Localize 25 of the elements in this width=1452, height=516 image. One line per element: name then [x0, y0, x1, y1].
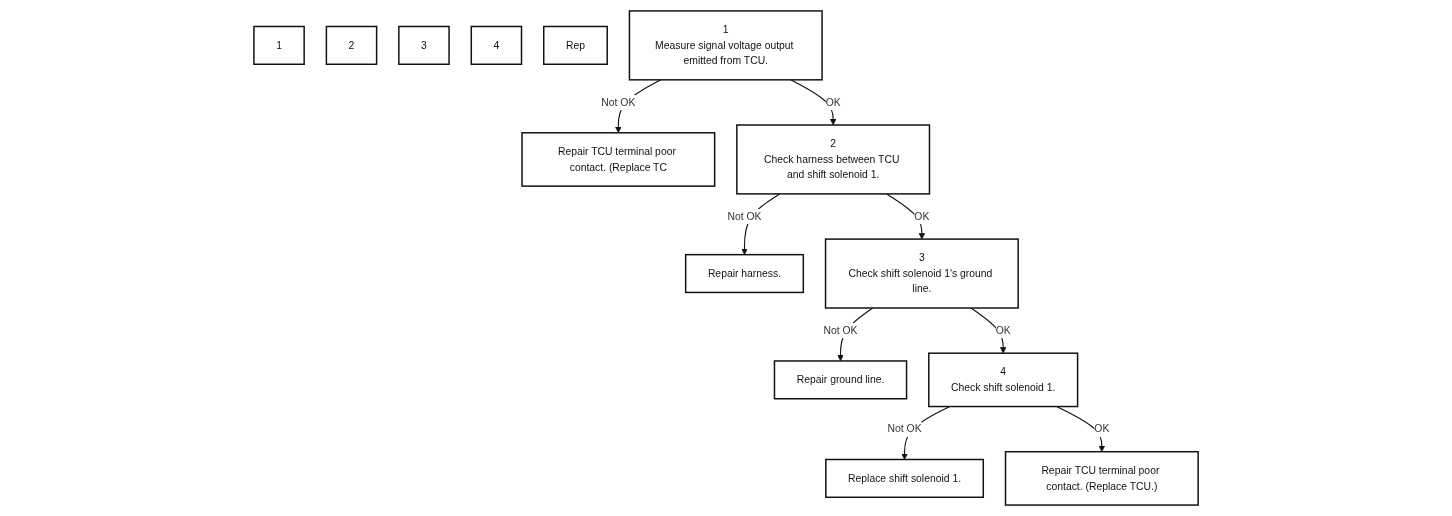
node-box: 3 [398, 25, 450, 65]
edge-label: OK [1094, 422, 1110, 435]
node-box: Replace shift solenoid 1. [825, 458, 984, 498]
edge-label: OK [914, 210, 930, 223]
arrow [970, 307, 1007, 354]
edge-label: OK [995, 324, 1011, 337]
node-box: 4 Check shift solenoid 1. [928, 352, 1079, 408]
node-box: Repair TCU terminal poor contact. (Replace TC [521, 132, 716, 187]
node-box: Rep [542, 25, 608, 65]
node-box: 2 Check harness between TCU and shift solenoid 1. [736, 124, 931, 195]
node-box: Repair TCU terminal poor contact. (Replace TCU.) [1004, 451, 1199, 506]
node-box: 2 [325, 25, 378, 65]
edge-label: Not OK [887, 422, 922, 435]
edge-label: OK [825, 96, 841, 108]
arrow [1056, 405, 1106, 452]
node-box: 4 [470, 25, 523, 65]
edge-label: Not OK [601, 96, 636, 108]
edge-label: Not OK [727, 210, 762, 223]
node-box: 1 [253, 25, 305, 65]
arrow [886, 193, 926, 240]
node-box: Repair ground line. [773, 360, 908, 400]
node-box: 3 Check shift solenoid 1's ground line. [824, 238, 1019, 309]
node-box: 1 Measure signal voltage output emitted from TCU. [628, 10, 823, 81]
edge-label: Not OK [823, 324, 858, 337]
node-box: Repair harness. [684, 253, 805, 294]
